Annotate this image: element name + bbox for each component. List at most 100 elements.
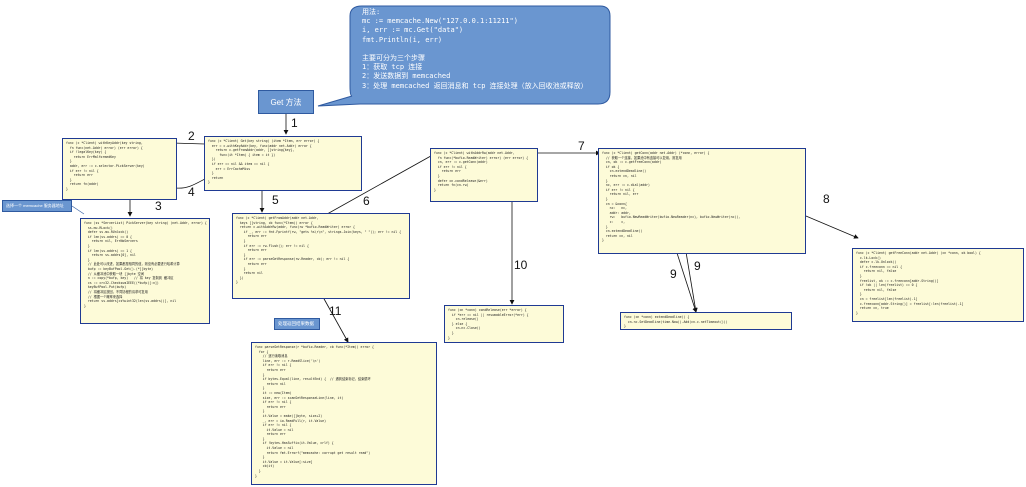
code-line: }): [208, 157, 216, 162]
code-box-extendDeadline: func (cn *conn) extendDeadline() { cn.nc…: [620, 312, 792, 330]
code-line: if bytes.Equal(line, resultEnd) { // 遇到结…: [255, 377, 371, 382]
code-line: addr: addr,: [602, 210, 631, 215]
code-line: c.freeconn[addr.String()] = freelist[:le…: [856, 301, 964, 306]
code-line: return nil: [255, 381, 286, 386]
edge-label: 1: [291, 116, 298, 130]
code-box-getConn: func (c *Client) getConn(addr net.Addr) …: [598, 148, 806, 254]
code-line: cb(it): [255, 464, 275, 469]
code-line: // 逐行读取消息: [255, 354, 288, 359]
code-line: if _, err := fmt.Fprintf(rw, "gets %s\r\…: [236, 229, 402, 234]
code-line: return c.getFromAddr(addr, []string{key}…: [208, 148, 295, 153]
code-line: // 将缓冲区放回，不同协程的请求可复用: [84, 289, 148, 294]
code-line: return nil, false: [856, 269, 897, 274]
code-line: if !legalKey(key) {: [66, 150, 107, 155]
code-line: n := copy(*bufp, key) // 将 key 复制到 缓冲区: [84, 276, 174, 281]
code-line: if !bytes.HasSuffix(it.Value, crlf) {: [255, 441, 334, 446]
code-line: cn.extendDeadline(): [602, 229, 643, 234]
code-line: if ok {: [602, 164, 620, 169]
code-box-condRelease: func (cn *conn) condRelease(err *error) …: [444, 305, 564, 343]
code-line: } else {: [448, 321, 468, 326]
code-line: if err := rw.Flush(); err != nil {: [236, 243, 309, 248]
usage-bubble: 用法: mc := memcache.New("127.0.0.1:11211"…: [362, 8, 588, 91]
code-line: }: [856, 273, 862, 278]
code-box-getFromAddr: func (c *Client) getFromAddr(addr net.Ad…: [232, 213, 410, 299]
code-line: return fn(cn.rw): [434, 183, 469, 188]
code-line: if err != nil {: [434, 164, 467, 169]
code-line: if err != nil {: [255, 423, 292, 428]
code-line: cn, ok := c.getFreeConn(addr): [602, 160, 662, 165]
code-line: return err: [255, 432, 286, 437]
code-line: return nil, ErrNoServers: [84, 239, 138, 244]
edge-2: [171, 140, 206, 146]
code-line: }: [66, 177, 72, 182]
code-line: it.Value = nil: [255, 427, 294, 432]
code-line: func (c *Client) getFreeConn(addr net.Ad…: [856, 251, 981, 255]
code-line: freelist, ok := c.freeconn[addr.String()…: [856, 278, 939, 283]
code-line: return nil, false: [856, 287, 897, 292]
code-line: }: [66, 159, 72, 164]
code-line: it.Value = make([]byte, size+2): [255, 413, 323, 418]
code-line: func (cn *conn) extendDeadline() {: [624, 315, 690, 319]
code-line: func (cn *conn) condRelease(err *error) …: [448, 308, 527, 312]
code-line: if err != nil {: [255, 400, 292, 405]
code-line: keys []string, cb func(*Item)) error {: [236, 220, 313, 225]
code-line: it.Value = it.Value[:size]: [255, 459, 313, 464]
edge-label: 9: [670, 267, 677, 281]
code-line: return cn, nil: [602, 173, 637, 178]
code-line: cn = &conn{: [602, 201, 627, 206]
get-method-node[interactable]: Get 方法: [258, 90, 314, 114]
code-line: return ErrMalformedKey: [66, 154, 116, 159]
code-line: fn func(*bufio.ReadWriter) error) (err e…: [434, 155, 529, 160]
code-line: return: [208, 175, 224, 180]
code-line: cs := crc32.ChecksumIEEE((*bufp)[:n]): [84, 280, 159, 285]
code-line: func (c *Client) getFromAddr(addr net.Ad…: [236, 216, 319, 220]
code-line: cn.nc.SetDeadline(time.Now().Add(cn.c.ne…: [624, 319, 728, 324]
code-line: }: [602, 196, 608, 201]
code-line: if len(ss.addrs) == 1 {: [84, 248, 132, 253]
edge-label: 6: [363, 194, 370, 208]
speech-bubble: [317, 5, 611, 107]
code-line: func (ss *ServerList) PickServer(key str…: [84, 221, 207, 225]
code-box-parseGetResponse: func parseGetResponse(r *bufio.Reader, c…: [251, 342, 437, 485]
code-line: }: [236, 252, 246, 257]
code-line: }): [236, 275, 244, 280]
code-line: }: [448, 330, 454, 335]
code-line: }: [255, 469, 261, 474]
edge-6: [319, 151, 439, 219]
code-line: cn = freelist[len(freelist)-1]: [856, 296, 918, 301]
code-line: }: [434, 187, 436, 192]
code-line: }: [856, 310, 858, 315]
code-line: return c.withAddrRw(addr, func(rw *bufio…: [236, 225, 355, 230]
code-line: }: [602, 238, 604, 243]
code-line: return ss.addrs[cs%uint32(len(ss.addrs))…: [84, 299, 177, 304]
edge-label: 3: [155, 199, 162, 213]
bubble-line: mc := memcache.New("127.0.0.1:11211"): [362, 17, 518, 26]
code-line: ss.mu.RLock(): [84, 225, 113, 230]
code-line: return ss.addrs[0], nil: [84, 253, 136, 258]
bubble-line: 1：获取 tcp 连接: [362, 63, 423, 72]
code-line: func (c *Client) getConn(addr net.Addr) …: [602, 151, 710, 155]
code-line: addr, err := c.selector.PickServer(key): [66, 163, 145, 168]
bubble-line: 主要可分为三个步骤: [362, 54, 425, 63]
code-line: }: [255, 436, 265, 441]
code-line: if len(ss.addrs) == 0 {: [84, 234, 132, 239]
code-line: return cn, nil: [602, 233, 633, 238]
code-line: c.lk.Lock(): [856, 255, 881, 260]
code-line: for {: [255, 349, 269, 354]
edge-label: 4: [188, 185, 195, 199]
code-line: }: [208, 180, 210, 185]
code-line: }: [255, 372, 265, 377]
code-line: err = c.withKeyAddr(key, func(addr net.A…: [208, 143, 312, 148]
code-line: return cn, true: [856, 306, 889, 311]
code-line: return fmt.Errorf("memcache: corrupt get…: [255, 450, 371, 455]
code-line: }: [84, 243, 90, 248]
code-line: return err: [434, 169, 461, 174]
code-line: }: [255, 409, 265, 414]
edge-label: 7: [578, 139, 585, 153]
code-line: nc, err := c.dial(addr): [602, 183, 650, 188]
callout-handle-result: 处理返回结果数据: [274, 318, 320, 330]
code-line: }: [84, 303, 86, 308]
code-line: size, err := scanGetResponseLine(line, i…: [255, 395, 344, 400]
code-line: }: [856, 292, 862, 297]
code-line: }: [434, 173, 440, 178]
